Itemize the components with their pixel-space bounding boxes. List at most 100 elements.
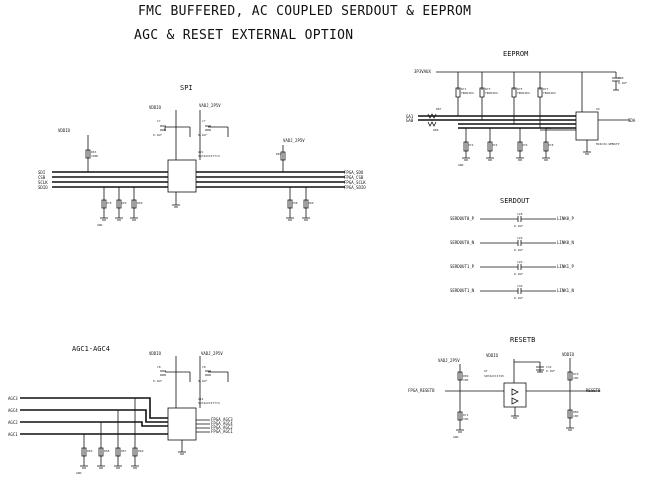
agc-level-shifter-chip	[167, 407, 197, 441]
spi-r6-ref: R38	[292, 201, 298, 205]
spi-resistors	[85, 149, 309, 209]
eeprom-r73-val: TBD0402	[485, 91, 498, 95]
spi-r4-ref: R40	[137, 201, 143, 205]
spi-cap2-val: 0.1UF	[198, 133, 207, 137]
eeprom-net-ga1: GA1	[406, 114, 414, 119]
spi-r2-ref: R78	[106, 201, 112, 205]
agc-net-fpga-agc2: FPGA_AGC2	[211, 425, 233, 430]
serdout-row1-left: SERDOUT0_N	[450, 240, 475, 245]
agc-cap1-val: 0.1UF	[153, 379, 162, 383]
resetb-r4-ref: R80	[573, 410, 579, 414]
spi-gnd-label: GND	[97, 223, 103, 227]
serdout-row2-wire	[480, 264, 556, 270]
resetb-net-resetb: RESETB	[586, 388, 601, 393]
serdout-row-3: SERDOUT1_N C30 0.1UF LINK1_N	[450, 284, 574, 300]
spi-net-fpga-sdo: FPGA_SDO	[344, 170, 364, 175]
spi-r5-ref: R89	[276, 152, 282, 156]
eeprom-pullup-resistors	[455, 87, 543, 98]
serdout-row0-left: SERDOUT0_P	[450, 216, 475, 221]
eeprom-r73-ref: R73	[485, 87, 491, 91]
agc-cap1-ref: C8	[157, 365, 161, 369]
serdout-block: SERDOUT SERDOUT0_P C28 0.1UF LINK0_P SER…	[450, 197, 574, 300]
agc-r3-ref: R67	[121, 449, 127, 453]
eeprom-r75-val: TBD0402	[517, 91, 530, 95]
eeprom-gnd-label: GND	[458, 163, 464, 167]
spi-cap1-ref: C7	[157, 119, 161, 123]
eeprom-r75-ref: R75	[517, 87, 523, 91]
schematic-title-line2: AGC & RESET EXTERNAL OPTION	[134, 28, 354, 43]
serdout-row3-val: 0.1UF	[514, 296, 523, 300]
serdout-row1-cap: C29	[517, 236, 523, 240]
spi-net-sdio: SDIO	[38, 185, 48, 190]
serdout-section-label: SERDOUT	[500, 197, 530, 205]
spi-block: SPI VDDIO VADJ_2P5V VDDIO VADJ_2P5V C7 0…	[38, 84, 366, 227]
serdout-row2-cap: C26	[517, 260, 523, 264]
agc-cap2-val: 0.1UF	[198, 379, 207, 383]
agc-chip-part: SN74AVC4T774	[198, 401, 220, 405]
resetb-r2-val: 10K	[573, 376, 579, 380]
resetb-cap-val: 0.1UF	[546, 369, 555, 373]
eeprom-series-resistors	[427, 113, 437, 127]
spi-net-fpga-csb: FPGA_CSB	[344, 175, 364, 180]
eeprom-r87-ref: R87	[436, 107, 442, 111]
eeprom-power-wires	[436, 71, 617, 112]
eeprom-r78-ref: R78	[548, 143, 554, 147]
serdout-row-1: SERDOUT0_N C29 0.1UF LINK0_N	[450, 236, 574, 252]
schematic-title-line1: FMC BUFFERED, AC COUPLED SERDOUT & EEPRO…	[138, 4, 472, 19]
serdout-row2-val: 0.1UF	[514, 272, 523, 276]
agc-net-agc4: AGC4	[8, 408, 18, 413]
serdout-row1-right: LINK0_N	[557, 240, 574, 245]
agc-vddio-label: VDDIO	[149, 351, 162, 356]
eeprom-pulldown-wires	[465, 128, 547, 158]
resetb-cap	[536, 366, 544, 373]
resetb-signal-wires	[445, 390, 600, 430]
spi-vddio-label: VDDIO	[149, 105, 162, 110]
agc-r2-ref: R68	[104, 449, 110, 453]
resetb-vddio2-label: VDDIO	[562, 352, 575, 357]
spi-chip-part: SN74AVC4T774	[198, 154, 220, 158]
resetb-chip-ref: U7	[484, 369, 488, 373]
resetb-r3-val: 10K	[463, 417, 469, 421]
serdout-row2-right: LINK1_P	[557, 264, 574, 269]
eeprom-cap	[612, 77, 620, 91]
eeprom-block: EEPROM 3P3VAUX C88 0.1UF R71 TBD0402 R73…	[406, 50, 636, 167]
resetb-net-fpga-resetb: FPGA_RESETB	[408, 388, 435, 393]
resetb-ground-symbols	[456, 407, 574, 433]
eeprom-r71-ref: R71	[461, 87, 467, 91]
spi-net-sclk: SCLK	[38, 180, 48, 185]
agc-net-fpga-agc3: FPGA_AGC3	[211, 417, 233, 422]
spi-vadj-label: VADJ_2P5V	[199, 103, 221, 108]
agc-net-agc2: AGC2	[8, 420, 18, 425]
eeprom-cap-ref: C88	[618, 76, 624, 80]
eeprom-cap-val: 0.1UF	[618, 81, 627, 85]
spi-vadj-right-label: VADJ_2P5V	[283, 138, 305, 143]
spi-net-fpga-sdio: FPGA_SDIO	[344, 185, 366, 190]
agc-net-agc1: AGC1	[8, 432, 18, 437]
agc-power-wires	[165, 356, 229, 408]
eeprom-addr-wires	[457, 97, 541, 128]
serdout-row1-val: 0.1UF	[514, 248, 523, 252]
spi-vddio-left-label: VDDIO	[58, 128, 71, 133]
eeprom-r71-val: TBD0402	[461, 91, 474, 95]
spi-net-csb: CSB	[38, 175, 46, 180]
resetb-r4-val: 10K	[573, 414, 579, 418]
resetb-buffer-arrows	[511, 388, 519, 405]
eeprom-addr-bus	[418, 115, 576, 129]
spi-net-fpga-sclk: FPGA_SCLK	[344, 180, 366, 185]
agc-section-label: AGC1-AGC4	[72, 345, 110, 353]
agc-net-fpga-agc1: FPGA_AGC1	[211, 429, 233, 434]
agc-resistor-wires	[83, 398, 136, 466]
resetb-r2-ref: R70	[573, 372, 579, 376]
resetb-cap-ref: C32	[546, 365, 552, 369]
eeprom-net-sda: SDA	[628, 118, 636, 123]
resetb-r1-ref: R89	[463, 374, 469, 378]
agc-net-fpga-agc4: FPGA_AGC4	[211, 421, 233, 426]
agc-decoupling-caps	[160, 370, 211, 376]
serdout-row0-val: 0.1UF	[514, 224, 523, 228]
eeprom-pulldown-resistors	[463, 141, 549, 152]
serdout-row3-left: SERDOUT1_N	[450, 288, 475, 293]
resetb-r3-ref: R71	[463, 413, 469, 417]
resetb-vadj-label: VADJ_2P5V	[438, 358, 460, 363]
spi-power-wires	[164, 110, 229, 160]
